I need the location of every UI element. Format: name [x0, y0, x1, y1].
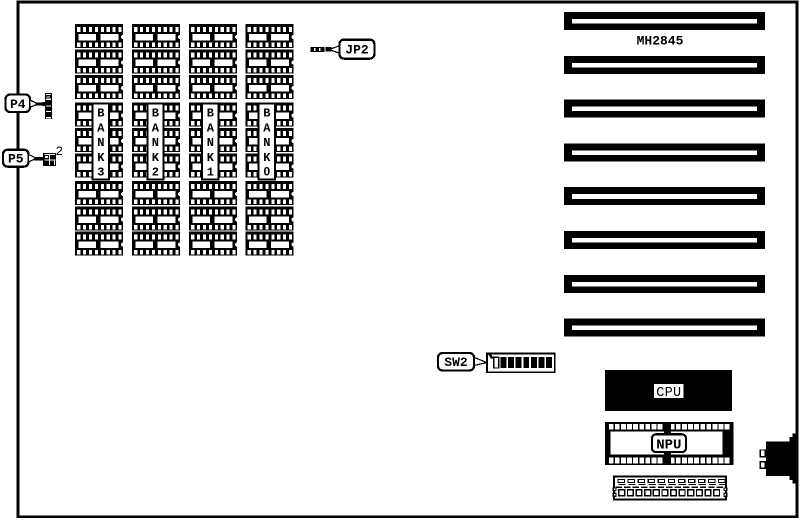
svg-text:JP2: JP2 [345, 42, 369, 57]
svg-text:B: B [97, 107, 104, 121]
svg-text:0: 0 [263, 165, 270, 179]
svg-text:A: A [207, 121, 215, 135]
svg-text:MH2845: MH2845 [637, 33, 684, 48]
svg-text:N: N [207, 136, 214, 150]
svg-text:B: B [263, 107, 270, 121]
svg-text:B: B [207, 107, 214, 121]
svg-text:NPU: NPU [656, 438, 681, 454]
svg-text:A: A [263, 121, 271, 135]
svg-text:N: N [263, 136, 270, 150]
svg-text:K: K [97, 151, 105, 165]
svg-text:2: 2 [55, 145, 63, 159]
svg-text:K: K [152, 151, 160, 165]
svg-text:N: N [152, 136, 159, 150]
svg-text:B: B [152, 107, 159, 121]
svg-text:P5: P5 [8, 151, 24, 166]
svg-text:N: N [97, 136, 104, 150]
svg-text:SW2: SW2 [444, 355, 468, 370]
svg-text:A: A [97, 121, 105, 135]
svg-text:K: K [263, 151, 271, 165]
svg-text:3: 3 [97, 166, 104, 180]
svg-text:K: K [207, 151, 215, 165]
svg-text:1: 1 [207, 166, 214, 180]
svg-text:2: 2 [152, 166, 159, 180]
svg-text:A: A [152, 121, 160, 135]
svg-text:P4: P4 [10, 97, 26, 112]
svg-text:CPU: CPU [656, 386, 681, 401]
